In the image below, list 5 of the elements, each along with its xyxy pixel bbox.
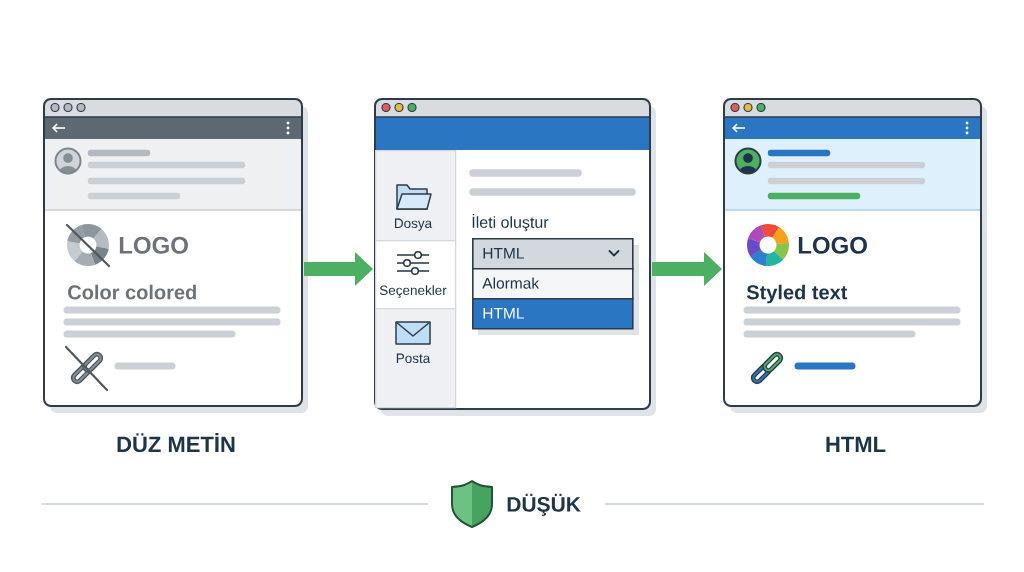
rating-label: DÜŞÜK <box>507 493 581 516</box>
arrow <box>304 252 373 286</box>
window-label: HTML <box>826 436 886 452</box>
arrow <box>652 252 722 286</box>
window-label: DÜZ METİN <box>117 433 235 453</box>
